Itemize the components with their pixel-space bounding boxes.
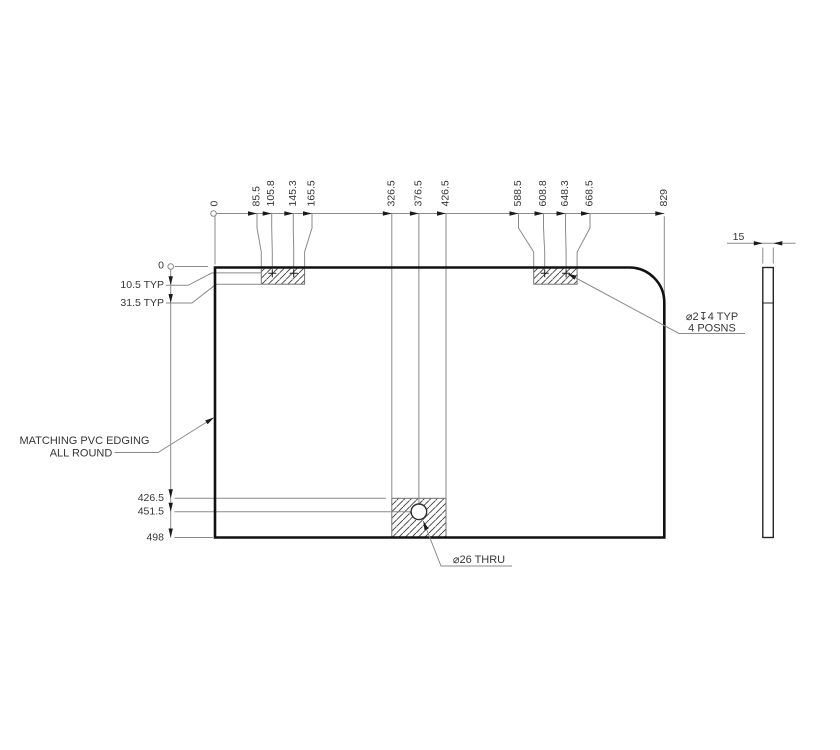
top-dimension-labels: 0 85.5 105.8 145.3 165.5 326.5 376.5 426… xyxy=(209,180,670,206)
top-dim-label: 0 xyxy=(209,201,221,207)
center-cross xyxy=(562,269,571,278)
thru-hole-callout: ⌀26 THRU xyxy=(422,520,512,567)
arrowhead xyxy=(509,211,519,216)
arrowhead xyxy=(581,211,590,216)
side-view-outline xyxy=(762,266,774,539)
top-dim-label: 105.8 xyxy=(265,180,277,206)
hole-center-marks xyxy=(268,269,571,278)
left-dimension-arrows xyxy=(168,276,173,538)
ordinate-origin-marker-left xyxy=(167,263,174,270)
arrowhead xyxy=(262,211,272,216)
arrowhead xyxy=(534,211,544,216)
center-cross xyxy=(540,269,549,278)
center-cross xyxy=(289,269,298,278)
arrowhead xyxy=(168,528,173,538)
thru-hole xyxy=(410,503,428,521)
top-extension-lines xyxy=(214,213,665,505)
side-view: 15 xyxy=(727,231,796,539)
left-dim-label: 498 xyxy=(146,531,164,543)
arrowhead xyxy=(168,502,173,512)
top-dim-label: 588.5 xyxy=(512,180,524,206)
thickness-dim-label: 15 xyxy=(733,231,745,243)
arrowhead xyxy=(423,521,429,531)
edging-callout: MATCHING PVC EDGING ALL ROUND xyxy=(20,417,215,459)
edging-label-line1: MATCHING PVC EDGING xyxy=(20,435,150,447)
arrowhead xyxy=(567,273,577,280)
arrowhead xyxy=(284,211,294,216)
arrowhead xyxy=(409,211,419,216)
top-dim-label: 85.5 xyxy=(251,186,263,207)
side-dim-lines xyxy=(727,242,796,264)
left-dim-label: 426.5 xyxy=(138,492,164,504)
top-dim-label: 326.5 xyxy=(385,180,397,206)
leader-line xyxy=(422,520,512,567)
arrowhead xyxy=(556,211,566,216)
side-dim-arrows xyxy=(753,241,783,246)
arrowhead xyxy=(168,294,173,303)
edging-label-line2: ALL ROUND xyxy=(50,447,113,459)
top-dim-label: 145.3 xyxy=(287,180,299,206)
top-dim-label: 426.5 xyxy=(440,180,452,206)
arrowhead xyxy=(168,489,173,499)
left-dim-label: 10.5 TYP xyxy=(120,279,164,291)
top-dimension-group: 0 85.5 105.8 145.3 165.5 326.5 376.5 426… xyxy=(209,180,670,505)
arrowhead xyxy=(655,211,665,216)
leader-line xyxy=(567,273,745,334)
left-dimension-labels: 0 10.5 TYP 31.5 TYP 426.5 451.5 498 xyxy=(120,259,164,543)
top-dim-label: 376.5 xyxy=(412,180,424,206)
top-dimension-arrows xyxy=(248,211,665,216)
left-extension-lines xyxy=(166,266,411,538)
left-dim-label: 31.5 TYP xyxy=(120,297,164,309)
center-cross xyxy=(268,269,277,278)
thru-hole-label: ⌀26 THRU xyxy=(453,554,505,566)
top-dim-label: 165.5 xyxy=(306,180,318,206)
arrowhead xyxy=(753,241,763,246)
top-dim-label: 668.5 xyxy=(584,180,596,206)
arrowhead xyxy=(248,211,257,216)
top-dim-label: 648.3 xyxy=(559,180,571,206)
top-dim-label: 829 xyxy=(658,189,670,207)
top-dim-label: 608.8 xyxy=(537,180,549,206)
pilot-holes-label-line2: 4 POSNS xyxy=(688,323,736,335)
left-dim-label: 0 xyxy=(158,259,164,271)
arrowhead xyxy=(303,211,312,216)
arrowhead xyxy=(168,276,173,286)
arrowhead xyxy=(437,211,446,216)
hatch-zone-top-left xyxy=(260,267,306,285)
panel-outline xyxy=(213,266,666,539)
left-dimension-group: 0 10.5 TYP 31.5 TYP 426.5 451.5 498 xyxy=(120,259,411,543)
pilot-holes-callout: ⌀2↧4 TYP 4 POSNS xyxy=(567,273,745,335)
leader-line xyxy=(114,417,215,453)
left-dim-label: 451.5 xyxy=(138,505,164,517)
ordinate-origin-marker-top xyxy=(210,210,217,217)
arrowhead xyxy=(382,211,392,216)
arrowhead xyxy=(205,417,214,425)
pilot-holes-label-line1: ⌀2↧4 TYP xyxy=(686,311,738,323)
arrowhead xyxy=(773,241,783,246)
